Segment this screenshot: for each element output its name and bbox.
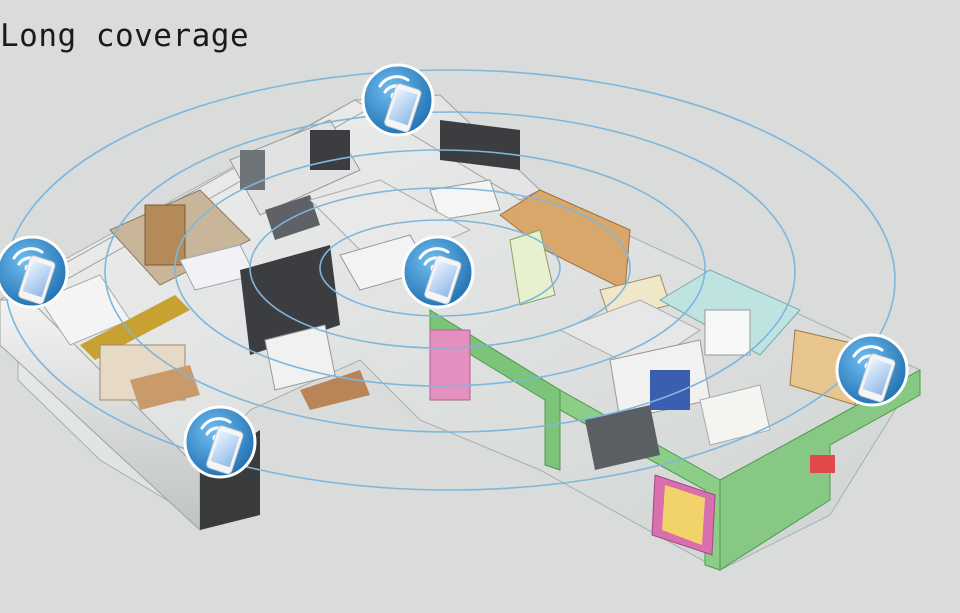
smartphone-wifi-icon — [361, 63, 435, 137]
posters — [429, 329, 835, 556]
bedroom-wood-frame — [80, 295, 200, 410]
top-bedroom — [229, 119, 520, 240]
smartphone-wifi-icon — [401, 235, 475, 309]
study-room — [558, 299, 771, 470]
smartphone-wifi-icon — [183, 405, 257, 479]
page-title: Long coverage — [0, 18, 250, 54]
smartphone-wifi-icon — [0, 235, 69, 309]
smartphone-wifi-icon — [835, 333, 909, 407]
wifi-coverage-rings — [4, 69, 896, 491]
